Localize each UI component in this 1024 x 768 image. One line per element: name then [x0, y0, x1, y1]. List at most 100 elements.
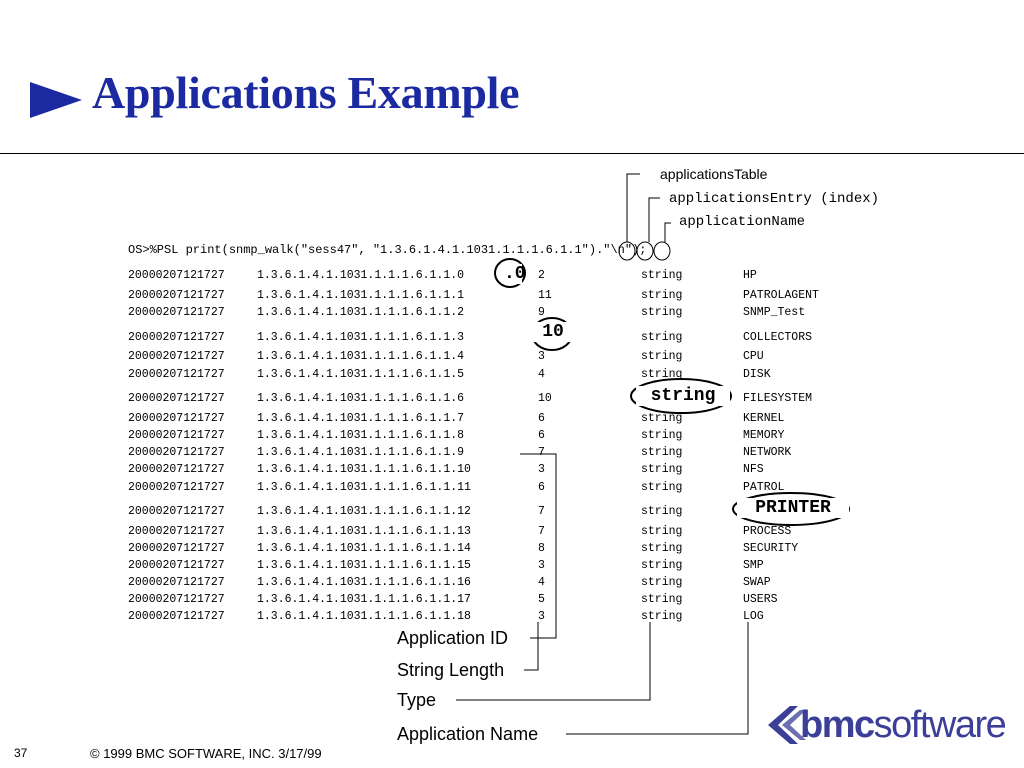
- logo-bmc-text: bmc: [800, 704, 875, 746]
- row-timestamp: 20000207121727: [128, 576, 225, 589]
- row-type: string: [641, 306, 683, 319]
- row-timestamp: 20000207121727: [128, 289, 225, 302]
- row-oid: 1.3.6.1.4.1.1031.1.1.1.6.1.1.2: [257, 306, 465, 319]
- row-oid: 1.3.6.1.4.1.1031.1.1.1.6.1.1.13: [257, 525, 471, 538]
- copyright-notice: © 1999 BMC SOFTWARE, INC. 3/17/99: [90, 746, 322, 761]
- row-value: MEMORY: [743, 429, 785, 442]
- row-type: string: [641, 463, 683, 476]
- row-value: SECURITY: [743, 542, 799, 555]
- row-oid: 1.3.6.1.4.1.1031.1.1.1.6.1.1.16: [257, 576, 471, 589]
- row-length: 6: [538, 429, 545, 442]
- row-value: FILESYSTEM: [743, 392, 813, 405]
- row-type: string: [641, 331, 683, 344]
- applications-table-label: applicationsTable: [660, 166, 768, 182]
- application-name-field-label: applicationName: [679, 214, 806, 230]
- row-oid: 1.3.6.1.4.1.1031.1.1.1.6.1.1.6: [257, 392, 465, 405]
- row-value: PROCESS: [743, 525, 792, 538]
- row-oid: 1.3.6.1.4.1.1031.1.1.1.6.1.1.4: [257, 350, 465, 363]
- row-oid: 1.3.6.1.4.1.1031.1.1.1.6.1.1.8: [257, 429, 465, 442]
- title-arrow-icon: [30, 82, 82, 118]
- row-value: SWAP: [743, 576, 771, 589]
- row-oid: 1.3.6.1.4.1.1031.1.1.1.6.1.1.1: [257, 289, 465, 302]
- title-divider: [0, 153, 1024, 154]
- row-oid: 1.3.6.1.4.1.1031.1.1.1.6.1.1.5: [257, 368, 465, 381]
- row-length: 3: [538, 463, 545, 476]
- row-timestamp: 20000207121727: [128, 412, 225, 425]
- index-zero-highlight: .0: [502, 264, 526, 284]
- row-timestamp: 20000207121727: [128, 331, 225, 344]
- length-ten-highlight: 10: [531, 322, 575, 342]
- row-length: 6: [538, 412, 545, 425]
- row-type: string: [641, 576, 683, 589]
- row-oid: 1.3.6.1.4.1.1031.1.1.1.6.1.1.18: [257, 610, 471, 623]
- row-timestamp: 20000207121727: [128, 350, 225, 363]
- psl-command-line: OS>%PSL print(snmp_walk("sess47", "1.3.6…: [128, 243, 647, 257]
- row-type: string: [641, 289, 683, 302]
- row-length: 7: [538, 446, 545, 459]
- row-oid: 1.3.6.1.4.1.1031.1.1.1.6.1.1.3: [257, 331, 465, 344]
- row-value: PATROL: [743, 481, 785, 494]
- legend-application-id: Application ID: [397, 628, 509, 648]
- row-value: USERS: [743, 593, 778, 606]
- logo-software-text: software: [873, 704, 1007, 746]
- row-value: SNMP_Test: [743, 306, 806, 319]
- row-value: NFS: [743, 463, 764, 476]
- page-number: 37: [14, 746, 28, 760]
- legend-application-name: Application Name: [397, 724, 539, 744]
- row-value: DISK: [743, 368, 771, 381]
- row-type: string: [641, 542, 683, 555]
- row-timestamp: 20000207121727: [128, 269, 225, 282]
- row-length: 10: [538, 392, 552, 405]
- bmc-software-wordmark: bmcsoftware: [800, 700, 1007, 750]
- row-timestamp: 20000207121727: [128, 429, 225, 442]
- row-timestamp: 20000207121727: [128, 593, 225, 606]
- row-type: string: [641, 412, 683, 425]
- row-timestamp: 20000207121727: [128, 481, 225, 494]
- row-timestamp: 20000207121727: [128, 610, 225, 623]
- row-length: 3: [538, 350, 545, 363]
- row-oid: 1.3.6.1.4.1.1031.1.1.1.6.1.1.9: [257, 446, 465, 459]
- row-type: string: [641, 505, 683, 518]
- row-length: 9: [538, 306, 545, 319]
- applications-entry-label: applicationsEntry (index): [669, 191, 880, 207]
- row-oid: 1.3.6.1.4.1.1031.1.1.1.6.1.1.10: [257, 463, 471, 476]
- row-type: string: [641, 350, 683, 363]
- row-oid: 1.3.6.1.4.1.1031.1.1.1.6.1.1.14: [257, 542, 471, 555]
- row-type: string: [641, 429, 683, 442]
- row-timestamp: 20000207121727: [128, 525, 225, 538]
- row-timestamp: 20000207121727: [128, 559, 225, 572]
- row-length: 7: [538, 505, 545, 518]
- row-type: string: [641, 446, 683, 459]
- row-length: 11: [538, 289, 552, 302]
- row-oid: 1.3.6.1.4.1.1031.1.1.1.6.1.1.12: [257, 505, 471, 518]
- row-timestamp: 20000207121727: [128, 505, 225, 518]
- name-printer-highlight: PRINTER: [737, 498, 849, 518]
- row-length: 3: [538, 610, 545, 623]
- row-value: CPU: [743, 350, 764, 363]
- row-value: LOG: [743, 610, 764, 623]
- row-type: string: [641, 559, 683, 572]
- row-length: 7: [538, 525, 545, 538]
- row-type: string: [641, 525, 683, 538]
- row-length: 5: [538, 593, 545, 606]
- row-value: SMP: [743, 559, 764, 572]
- row-length: 4: [538, 576, 545, 589]
- row-oid: 1.3.6.1.4.1.1031.1.1.1.6.1.1.0: [257, 269, 465, 282]
- legend-type: Type: [397, 690, 437, 710]
- type-string-highlight: string: [636, 386, 730, 406]
- row-oid: 1.3.6.1.4.1.1031.1.1.1.6.1.1.7: [257, 412, 465, 425]
- bmc-logo-icon: [768, 706, 806, 744]
- row-type: string: [641, 368, 683, 381]
- row-value: HP: [743, 269, 757, 282]
- row-length: 4: [538, 368, 545, 381]
- row-value: PATROLAGENT: [743, 289, 819, 302]
- row-type: string: [641, 593, 683, 606]
- row-value: COLLECTORS: [743, 331, 813, 344]
- row-timestamp: 20000207121727: [128, 306, 225, 319]
- row-type: string: [641, 269, 683, 282]
- row-oid: 1.3.6.1.4.1.1031.1.1.1.6.1.1.15: [257, 559, 471, 572]
- legend-string-length: String Length: [397, 660, 505, 680]
- row-timestamp: 20000207121727: [128, 392, 225, 405]
- slide-title: Applications Example: [92, 67, 520, 118]
